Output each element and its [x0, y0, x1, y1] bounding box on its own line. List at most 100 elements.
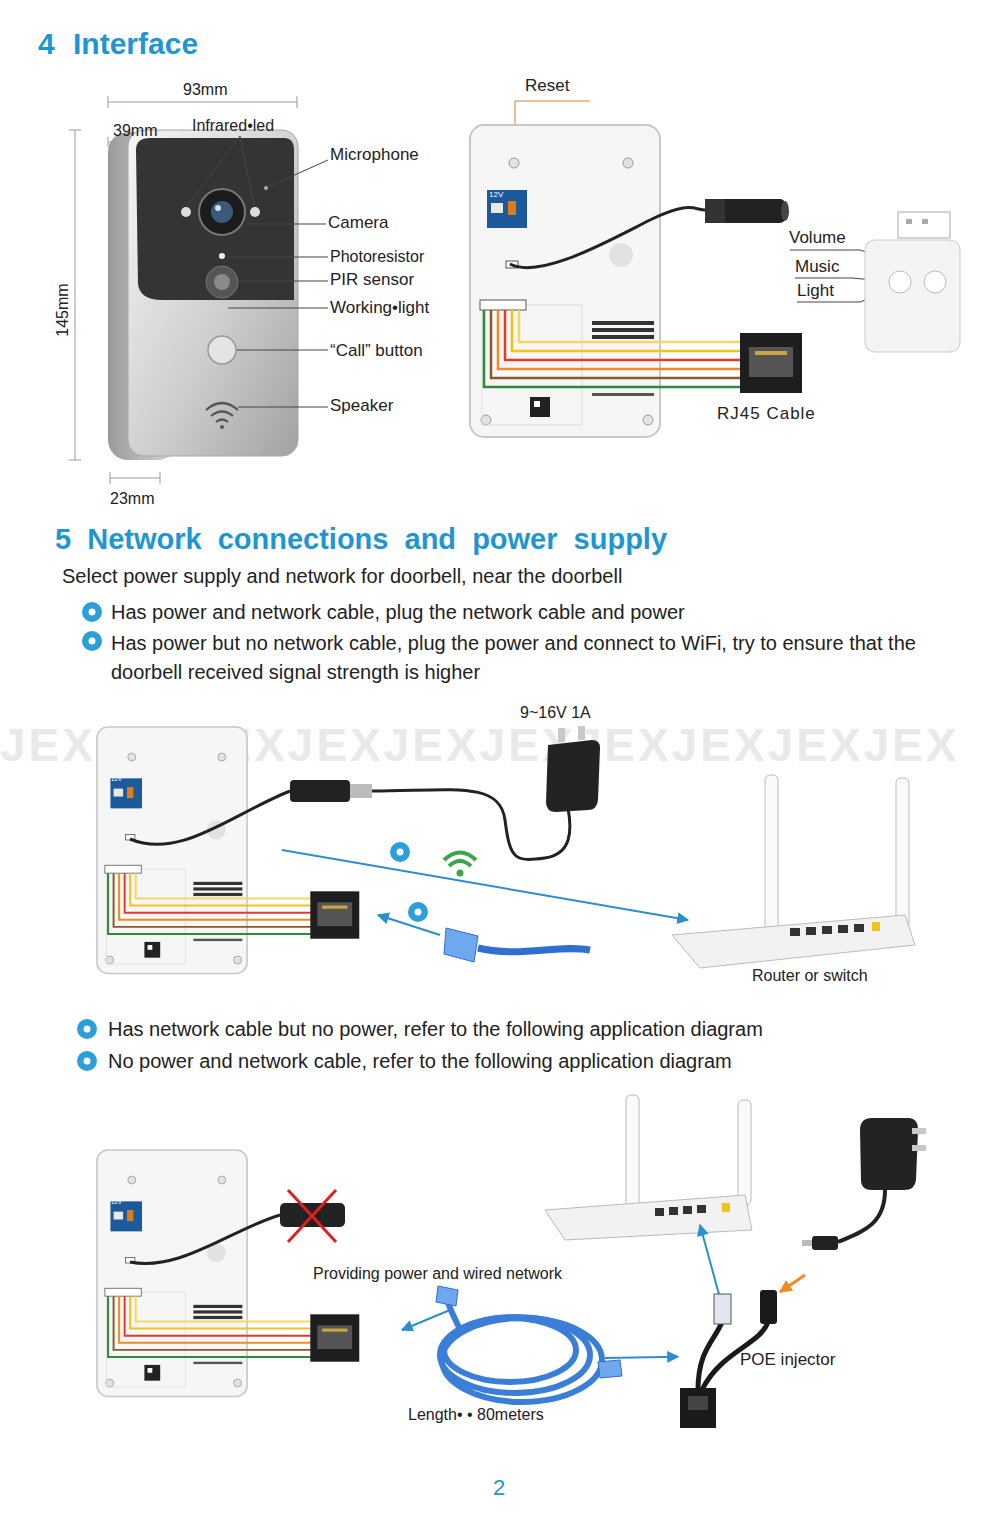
- power-cable-unused: [288, 1190, 336, 1242]
- chime: [924, 271, 946, 293]
- leader-line: [246, 224, 326, 225]
- network-cable: [402, 1286, 622, 1402]
- dimension-line: [69, 460, 81, 461]
- poe-injector: [760, 1290, 777, 1324]
- board-marking: 12V: [111, 776, 122, 783]
- board-marking: 12V: [489, 190, 503, 200]
- leader-line: [515, 101, 590, 102]
- power-cable-unused: [130, 1190, 345, 1264]
- router: [545, 1095, 752, 1298]
- dimension-label: 145mm: [53, 283, 72, 336]
- leader-line: [238, 407, 328, 408]
- dimension-line: [110, 478, 160, 479]
- leader-line: [226, 257, 328, 258]
- bullet-marker: [415, 909, 422, 916]
- router: [669, 1207, 678, 1215]
- bullet-marker: [82, 602, 102, 622]
- part-label: Volume: [789, 228, 846, 248]
- power-cable: [290, 780, 350, 802]
- network-cable: [378, 915, 440, 935]
- router: [672, 775, 915, 968]
- wifi-link: [282, 850, 688, 920]
- part-label: RJ45 Cable: [717, 404, 816, 424]
- router: [626, 1095, 639, 1210]
- power-adapter: [838, 1190, 885, 1242]
- router: [872, 922, 880, 931]
- part-label: PIR sensor: [330, 270, 414, 290]
- bullet-text: Has power but no network cable, plug the…: [111, 629, 961, 687]
- chime: [889, 271, 911, 293]
- doorbell-front: [208, 336, 236, 364]
- leader-line: [240, 136, 254, 205]
- doorbell-front: [250, 207, 260, 217]
- dimension-line: [69, 96, 297, 484]
- part-label: Photoresistor: [330, 247, 424, 266]
- power-adapter: [860, 1118, 918, 1190]
- power-cable: [510, 208, 705, 268]
- injector-node: POE injector: [678, 1275, 863, 1435]
- power-cable: [130, 791, 290, 844]
- power-cable: [510, 199, 789, 268]
- network-cable: [598, 1360, 622, 1378]
- bullet-marker: [397, 849, 404, 856]
- leader-line: [228, 308, 328, 309]
- bullet-marker: [84, 1058, 91, 1065]
- poe-injector: [714, 1294, 731, 1324]
- doorbell-front: [108, 130, 298, 460]
- power-cable: [372, 790, 570, 860]
- leader-line: [790, 250, 860, 251]
- adapter-node: 9~16V 1A: [512, 703, 622, 815]
- doorbell-front: [214, 274, 230, 290]
- dimension-line: [69, 130, 81, 131]
- router: [738, 1100, 751, 1205]
- bullet-marker: [77, 1051, 97, 1071]
- router-node: Router or switch: [665, 770, 920, 985]
- network-cable: [436, 1286, 458, 1306]
- network-cable: [402, 1310, 450, 1330]
- bullet-text: Has power and network cable, plug the ne…: [111, 600, 685, 624]
- doorbell-front: [215, 205, 221, 211]
- part-label: Microphone: [330, 145, 419, 165]
- power-cable: [705, 199, 725, 223]
- poe-injector: [680, 1388, 716, 1428]
- bullet-text: Has network cable but no power, refer to…: [108, 1017, 763, 1041]
- power-cable: [705, 199, 785, 223]
- network-cable: [378, 915, 590, 962]
- part-label: “Call” button: [330, 341, 423, 361]
- bullet-marker: [408, 902, 428, 922]
- dimension-line: [108, 96, 109, 108]
- connector-arrow: [605, 1357, 678, 1358]
- chime: [906, 219, 912, 224]
- router: [838, 925, 848, 933]
- bullet-marker: [77, 1019, 97, 1039]
- bullet-marker: [89, 609, 96, 616]
- router: [672, 915, 915, 968]
- part-label: Infrared•led: [192, 116, 274, 135]
- power-cable: [558, 728, 565, 742]
- power-cable: [546, 740, 600, 812]
- doorbell-front: [206, 266, 238, 298]
- dimension-line: [160, 472, 161, 484]
- poe-injector: [688, 1396, 708, 1410]
- section-heading: 4 Interface: [38, 26, 198, 62]
- leader-line: [237, 350, 328, 351]
- router: [822, 926, 832, 934]
- doorbell-front: [199, 189, 245, 235]
- part-label: Working•light: [330, 298, 429, 318]
- bullet-marker: [84, 1026, 91, 1033]
- chime: [922, 219, 928, 224]
- power-cable: [578, 726, 585, 740]
- leader-line: [268, 160, 328, 187]
- chime: [865, 212, 960, 352]
- doorbell-front: [211, 201, 233, 223]
- illustration: [470, 125, 802, 437]
- dimension-line: [297, 96, 298, 108]
- router: [655, 1208, 664, 1216]
- bullet-marker: [89, 638, 96, 645]
- doorbell-front: [264, 186, 268, 190]
- router: [545, 1195, 752, 1240]
- dimension-line: [110, 472, 111, 484]
- power-cable-unused: [288, 1190, 336, 1242]
- dimension-line: [108, 102, 297, 103]
- part-label: Speaker: [330, 396, 393, 416]
